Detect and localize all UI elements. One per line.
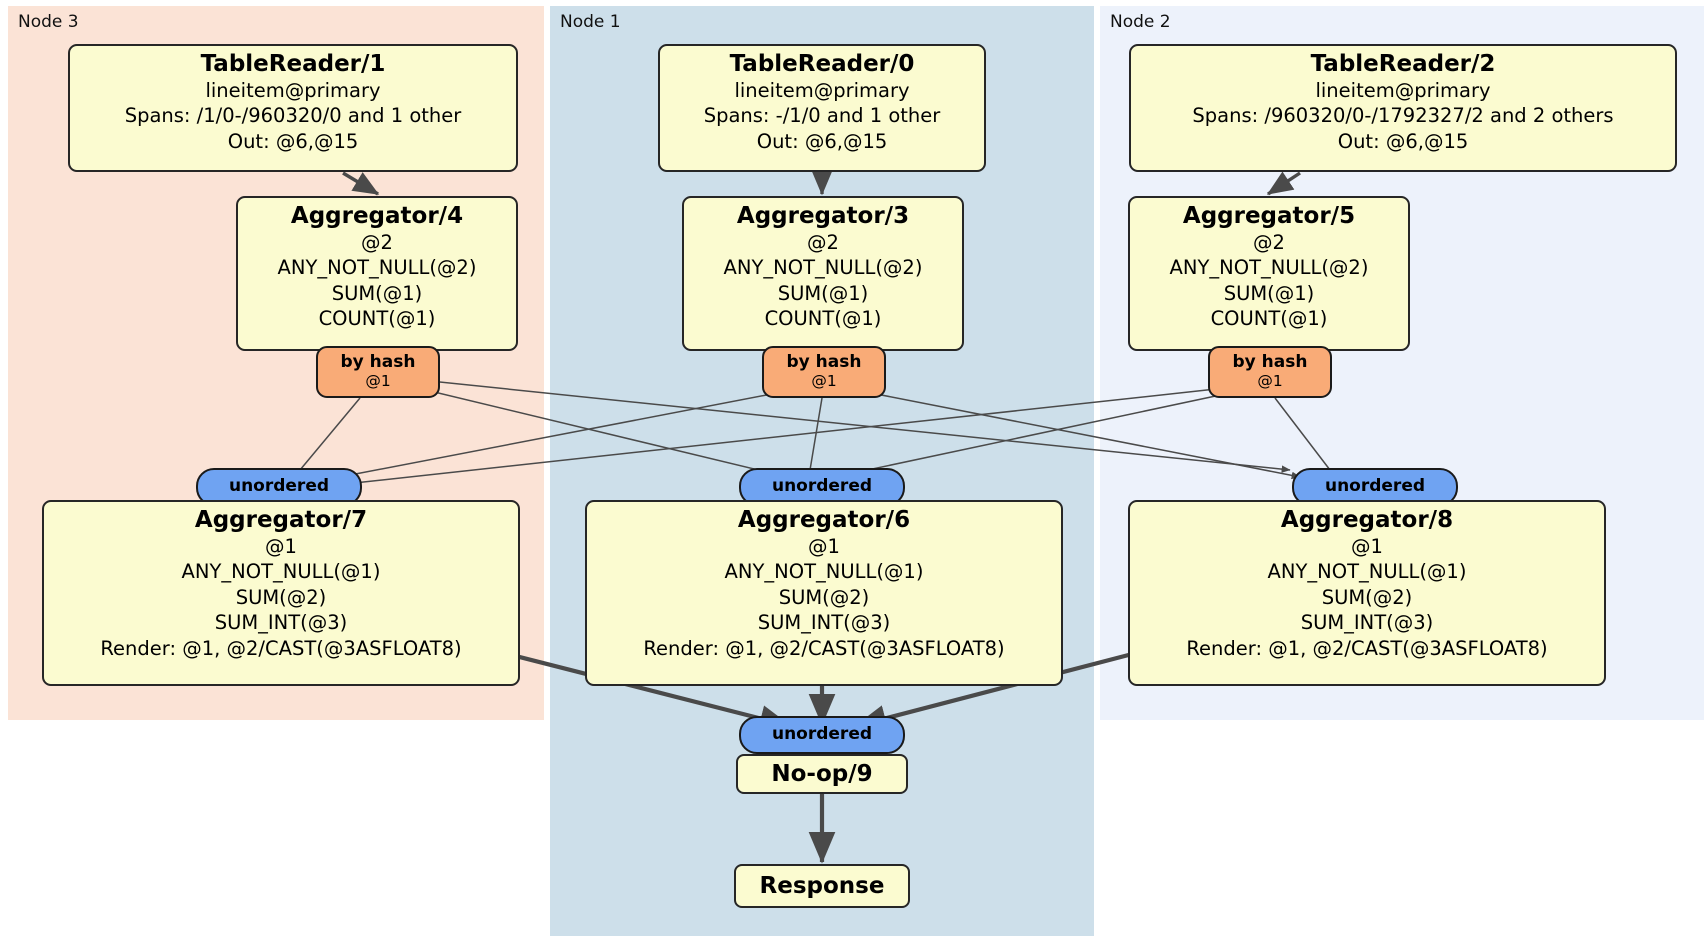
by-hash-label: by hash [340, 352, 416, 373]
by-hash-router-node2[interactable]: by hash @1 [1208, 346, 1332, 398]
aggregator-7-agg1: ANY_NOT_NULL(@1) [181, 560, 381, 584]
unordered-label: unordered [771, 476, 873, 497]
by-hash-column: @1 [811, 371, 837, 390]
aggregator-5-agg2: SUM(@1) [1223, 281, 1315, 305]
by-hash-router-node1[interactable]: by hash @1 [762, 346, 886, 398]
tablereader-1-table: lineitem@primary [205, 79, 381, 103]
node-panel-label: Node 2 [1110, 12, 1171, 32]
aggregator-7-agg2: SUM(@2) [235, 585, 327, 609]
aggregator-4-agg2: SUM(@1) [331, 281, 423, 305]
response-label: Response [759, 873, 885, 899]
aggregator-8-agg3: SUM_INT(@3) [1300, 611, 1434, 635]
tablereader-2-title: TableReader/2 [1310, 51, 1496, 77]
aggregator-6-agg3: SUM_INT(@3) [757, 611, 891, 635]
aggregator-6-agg1: ANY_NOT_NULL(@1) [724, 560, 924, 584]
aggregator-4-agg3: COUNT(@1) [318, 307, 436, 331]
aggregator-4-box[interactable]: Aggregator/4 @2 ANY_NOT_NULL(@2) SUM(@1)… [236, 196, 518, 351]
aggregator-6-title: Aggregator/6 [737, 507, 911, 533]
aggregator-6-group: @1 [808, 535, 840, 559]
node-panel-label: Node 1 [560, 12, 621, 32]
aggregator-3-agg2: SUM(@1) [777, 281, 869, 305]
tablereader-2-box[interactable]: TableReader/2 lineitem@primary Spans: /9… [1129, 44, 1677, 172]
aggregator-8-title: Aggregator/8 [1280, 507, 1454, 533]
unordered-synchronizer-node3[interactable]: unordered [196, 468, 362, 506]
aggregator-8-box[interactable]: Aggregator/8 @1 ANY_NOT_NULL(@1) SUM(@2)… [1128, 500, 1606, 686]
aggregator-3-agg1: ANY_NOT_NULL(@2) [723, 256, 923, 280]
aggregator-3-agg3: COUNT(@1) [764, 307, 882, 331]
aggregator-4-title: Aggregator/4 [290, 203, 464, 229]
tablereader-2-out: Out: @6,@15 [1337, 129, 1469, 153]
tablereader-0-box[interactable]: TableReader/0 lineitem@primary Spans: -/… [658, 44, 986, 172]
aggregator-5-title: Aggregator/5 [1182, 203, 1356, 229]
response-box[interactable]: Response [734, 864, 910, 908]
aggregator-7-group: @1 [265, 535, 297, 559]
aggregator-5-agg1: ANY_NOT_NULL(@2) [1169, 256, 1369, 280]
tablereader-1-title: TableReader/1 [200, 51, 386, 77]
aggregator-5-agg3: COUNT(@1) [1210, 307, 1328, 331]
unordered-label: unordered [228, 476, 330, 497]
aggregator-8-agg2: SUM(@2) [1321, 585, 1413, 609]
by-hash-label: by hash [1232, 352, 1308, 373]
tablereader-2-table: lineitem@primary [1315, 79, 1491, 103]
unordered-label: unordered [771, 724, 873, 745]
aggregator-7-title: Aggregator/7 [194, 507, 368, 533]
aggregator-7-box[interactable]: Aggregator/7 @1 ANY_NOT_NULL(@1) SUM(@2)… [42, 500, 520, 686]
aggregator-4-group: @2 [361, 231, 393, 255]
tablereader-0-out: Out: @6,@15 [756, 129, 888, 153]
aggregator-3-group: @2 [807, 231, 839, 255]
tablereader-1-out: Out: @6,@15 [227, 129, 359, 153]
aggregator-7-render: Render: @1, @2/CAST(@3ASFLOAT8) [100, 636, 462, 660]
unordered-synchronizer-node1[interactable]: unordered [739, 468, 905, 506]
tablereader-0-spans: Spans: -/1/0 and 1 other [703, 104, 941, 128]
aggregator-8-render: Render: @1, @2/CAST(@3ASFLOAT8) [1186, 636, 1548, 660]
aggregator-6-agg2: SUM(@2) [778, 585, 870, 609]
no-op-9-label: No-op/9 [771, 761, 873, 787]
by-hash-column: @1 [365, 371, 391, 390]
aggregator-3-box[interactable]: Aggregator/3 @2 ANY_NOT_NULL(@2) SUM(@1)… [682, 196, 964, 351]
by-hash-router-node3[interactable]: by hash @1 [316, 346, 440, 398]
tablereader-1-box[interactable]: TableReader/1 lineitem@primary Spans: /1… [68, 44, 518, 172]
aggregator-6-box[interactable]: Aggregator/6 @1 ANY_NOT_NULL(@1) SUM(@2)… [585, 500, 1063, 686]
aggregator-3-title: Aggregator/3 [736, 203, 910, 229]
by-hash-label: by hash [786, 352, 862, 373]
tablereader-0-table: lineitem@primary [734, 79, 910, 103]
tablereader-2-spans: Spans: /960320/0-/1792327/2 and 2 others [1192, 104, 1614, 128]
aggregator-5-box[interactable]: Aggregator/5 @2 ANY_NOT_NULL(@2) SUM(@1)… [1128, 196, 1410, 351]
aggregator-4-agg1: ANY_NOT_NULL(@2) [277, 256, 477, 280]
no-op-9-box[interactable]: No-op/9 [736, 754, 908, 794]
by-hash-column: @1 [1257, 371, 1283, 390]
tablereader-0-title: TableReader/0 [729, 51, 915, 77]
aggregator-8-agg1: ANY_NOT_NULL(@1) [1267, 560, 1467, 584]
node-panel-label: Node 3 [18, 12, 79, 32]
aggregator-7-agg3: SUM_INT(@3) [214, 611, 348, 635]
aggregator-8-group: @1 [1351, 535, 1383, 559]
unordered-label: unordered [1324, 476, 1426, 497]
aggregator-6-render: Render: @1, @2/CAST(@3ASFLOAT8) [643, 636, 1005, 660]
tablereader-1-spans: Spans: /1/0-/960320/0 and 1 other [124, 104, 462, 128]
unordered-synchronizer-final[interactable]: unordered [739, 716, 905, 754]
aggregator-5-group: @2 [1253, 231, 1285, 255]
